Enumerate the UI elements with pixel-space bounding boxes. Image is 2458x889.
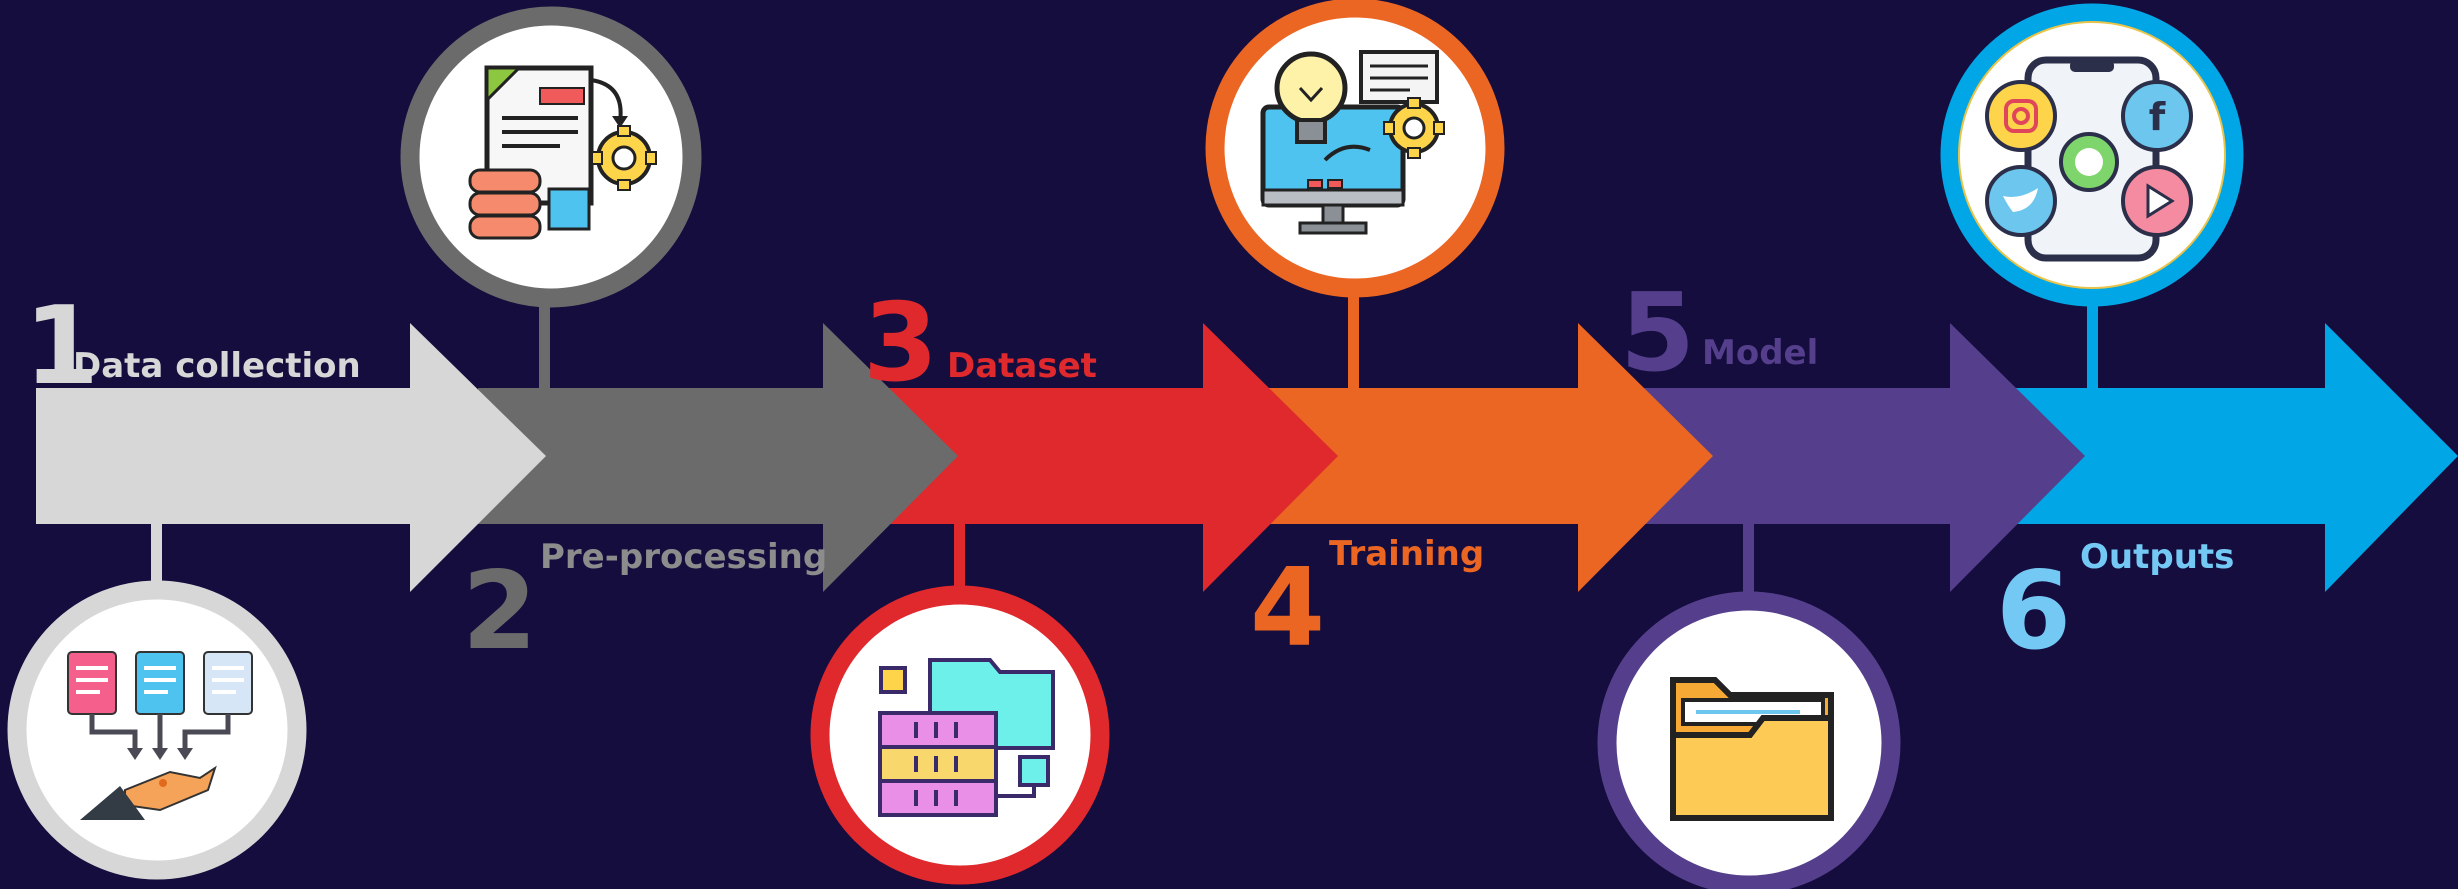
computer-lightbulb-gear-icon [1260, 50, 1445, 235]
database-folder-icon [878, 658, 1055, 817]
arrow-2 [478, 323, 958, 592]
arrow-6 [2010, 323, 2458, 592]
step-6-label: Outputs [2080, 537, 2234, 577]
step-5-number: 5 [1620, 271, 1695, 396]
connector-4 [1348, 296, 1359, 389]
connector-5 [1743, 524, 1754, 592]
arrow-3 [885, 323, 1338, 592]
document-processing-gear-icon [468, 65, 657, 240]
arrow-5 [1640, 323, 2085, 592]
svg-text:f: f [2149, 95, 2166, 139]
connector-6 [2087, 300, 2098, 389]
step-3-number: 3 [863, 281, 938, 406]
connector-3 [954, 524, 965, 586]
step-1-label: Data collection [73, 346, 361, 386]
step-4-number: 4 [1250, 546, 1325, 671]
arrow-4 [1265, 323, 1713, 592]
step-2-label: Pre-processing [540, 537, 827, 577]
document-collection-icon [67, 651, 253, 820]
arrow-1 [36, 323, 546, 592]
step-4-label: Training [1329, 534, 1484, 574]
connector-1 [151, 524, 162, 586]
step-3-label: Dataset [947, 346, 1097, 386]
step-2-number: 2 [462, 549, 537, 674]
connector-2 [539, 303, 550, 389]
circle-1 [7, 580, 307, 880]
step-6-number: 6 [1996, 549, 2071, 674]
step-1-number: 1 [24, 284, 99, 409]
smartphone-social-media-icon: f [1985, 56, 2193, 262]
step-5-label: Model [1702, 333, 1818, 373]
folder-icon [1670, 677, 1834, 821]
